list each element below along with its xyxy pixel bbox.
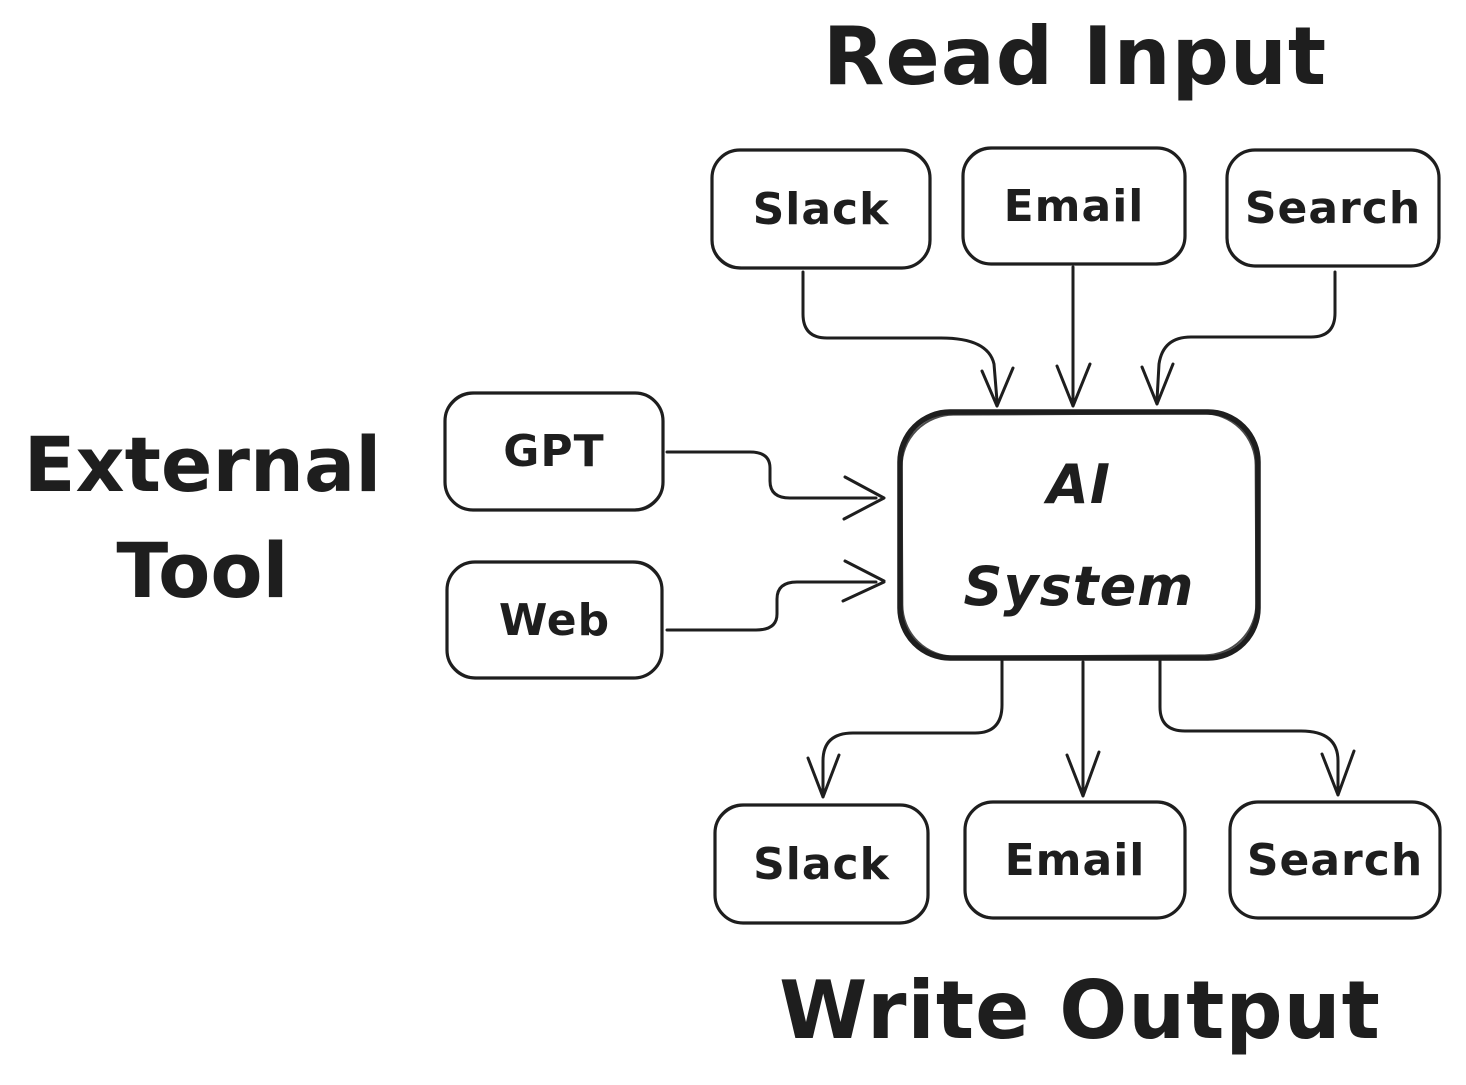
gpt-box-sketch-echo <box>444 391 664 512</box>
output-email-box-sketch-echo <box>964 800 1186 920</box>
input-email-box-sketch-echo <box>962 146 1186 266</box>
output-email-label: Email <box>1004 834 1146 886</box>
title-read-input: Read Input <box>822 9 1328 103</box>
title-write-output: Write Output <box>779 964 1381 1057</box>
input-slack-label: Slack <box>752 183 890 235</box>
arrow-slack-to-ai-arrowhead <box>980 366 1015 408</box>
gpt-label: GPT <box>503 426 605 477</box>
web-label: Web <box>498 594 611 646</box>
ai-system-box-sketch-echo <box>900 412 1258 658</box>
output-slack-box-sketch-echo <box>714 803 929 925</box>
title-external-tool: External Tool <box>0 408 405 628</box>
arrow-email-to-ai-arrowhead <box>1055 362 1092 408</box>
arrow-web-to-ai <box>665 580 878 632</box>
input-search-box-sketch-echo <box>1226 148 1440 268</box>
arrow-ai-to-search <box>1158 658 1340 793</box>
arrow-web-to-ai-arrowhead <box>841 559 886 603</box>
input-slack-box-sketch-echo <box>711 148 931 270</box>
input-search-label: Search <box>1244 182 1422 234</box>
ai-system-box <box>897 409 1261 661</box>
arrow-ai-to-email-arrowhead <box>1065 750 1101 798</box>
arrow-ai-to-slack-arrowhead <box>806 753 841 799</box>
arrow-gpt-to-ai <box>665 450 878 500</box>
arrow-slack-to-ai <box>801 270 999 403</box>
ai-system-label-line2: System <box>963 555 1195 618</box>
title-external-tool-line2: Tool <box>116 526 289 615</box>
arrow-search-to-ai-arrowhead <box>1140 362 1175 406</box>
arrow-ai-to-search-arrowhead <box>1320 749 1356 797</box>
title-external-tool-line1: External <box>23 420 382 509</box>
arrow-ai-to-slack <box>821 658 1004 794</box>
input-email-label: Email <box>1003 180 1145 232</box>
arrow-search-to-ai <box>1155 270 1337 402</box>
ai-system-label-line1: AI <box>1047 453 1111 516</box>
output-search-label: Search <box>1246 834 1424 886</box>
output-search-box-sketch-echo <box>1229 800 1441 920</box>
web-box-sketch-echo <box>446 560 663 680</box>
output-slack-label: Slack <box>753 838 890 890</box>
ai-system-label: AI System <box>900 416 1258 656</box>
arrow-gpt-to-ai-arrowhead <box>842 475 886 521</box>
